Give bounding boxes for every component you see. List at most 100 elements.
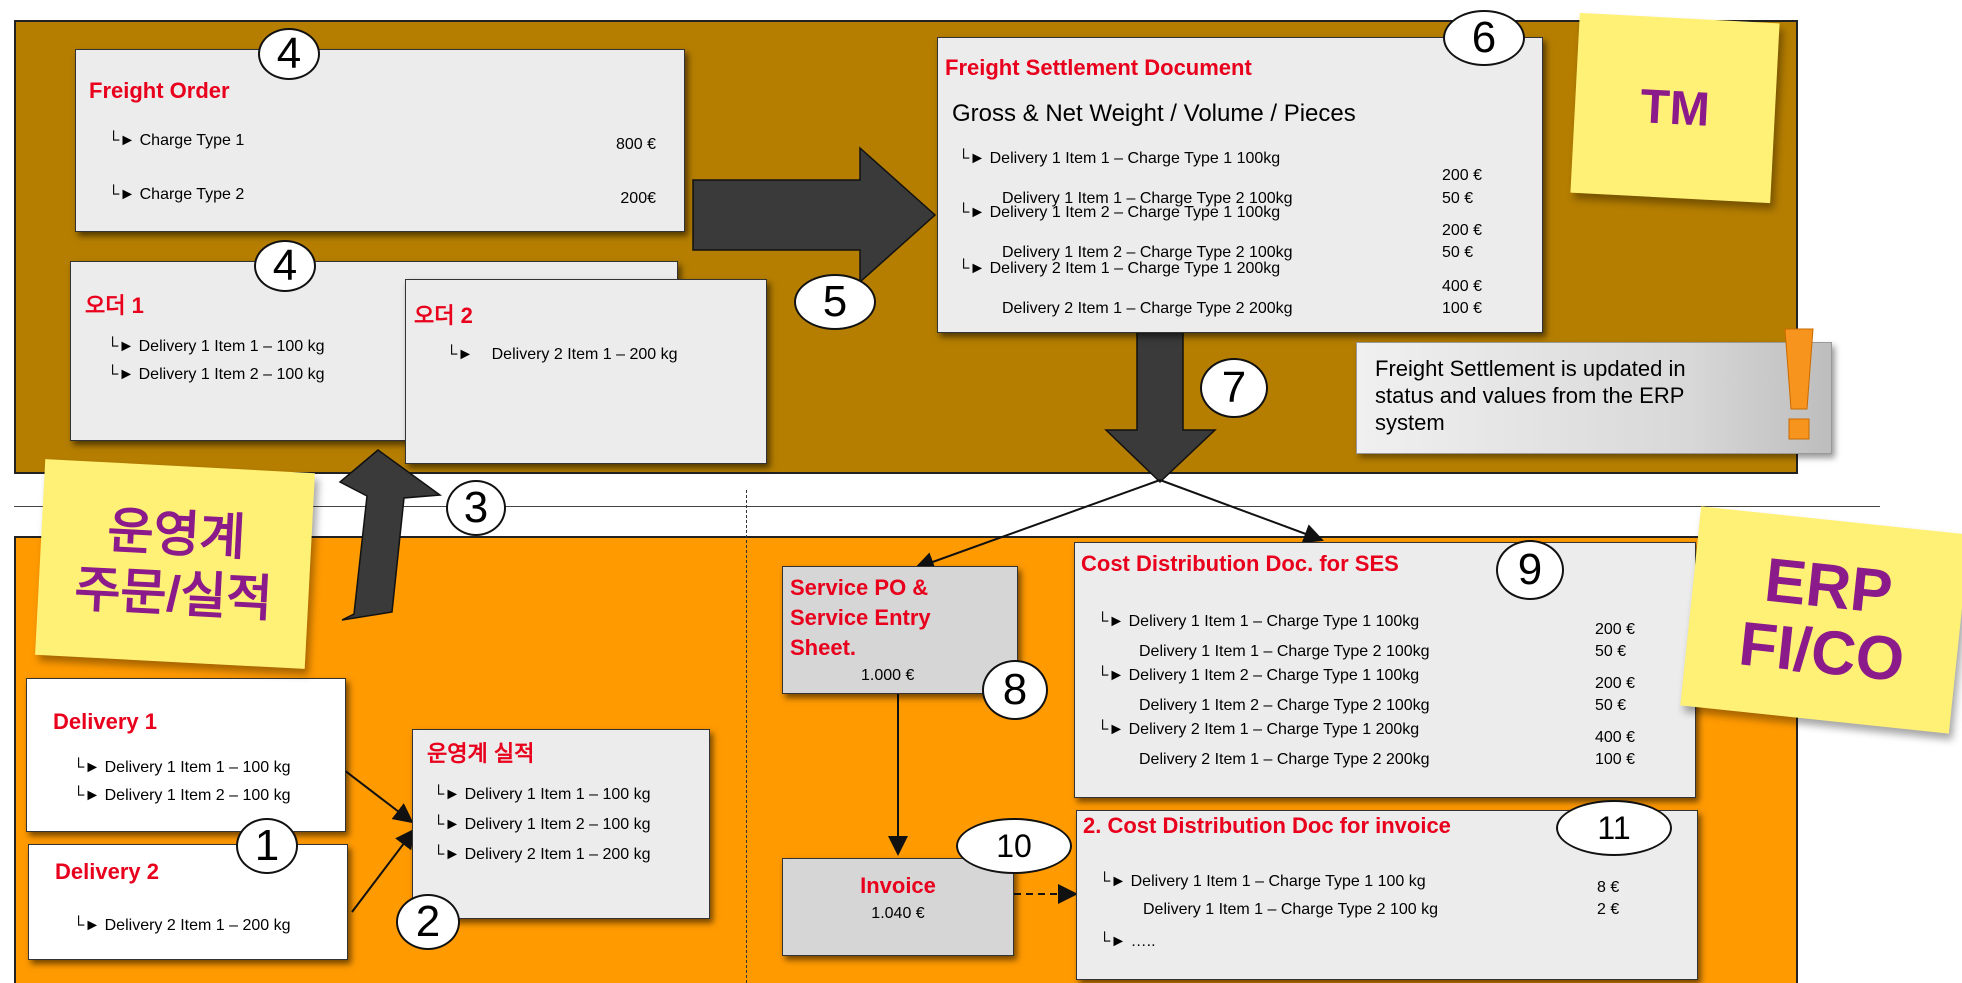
freight-order-label-1: Charge Type 1 bbox=[139, 132, 245, 149]
freight-order-box: Freight Order └► Charge Type 1 800 € └► … bbox=[75, 49, 685, 232]
arrow-icon: └► bbox=[1099, 873, 1127, 890]
erp-note: ERP FI/CO bbox=[1680, 506, 1962, 734]
delivery1-row-2: └► Delivery 1 Item 2 – 100 kg bbox=[73, 787, 291, 805]
arrow-icon: └► bbox=[107, 366, 135, 383]
step-11: 11 bbox=[1556, 800, 1672, 856]
ops-note: 운영계 주문/실적 bbox=[35, 459, 315, 669]
order1-row-1: └► Delivery 1 Item 1 – 100 kg bbox=[107, 338, 325, 356]
arrow-icon: └► bbox=[958, 260, 986, 277]
order2-title: 오더 2 bbox=[414, 303, 473, 328]
cost-invoice-more-text: ….. bbox=[1130, 933, 1156, 950]
fsd-row-4: Delivery 1 Item 2 – Charge Type 2 100kg bbox=[1002, 244, 1293, 261]
ops-note-line-1: 운영계 bbox=[106, 502, 247, 566]
step-4-orders: 4 bbox=[254, 240, 316, 292]
service-po-title-line-2: Service Entry bbox=[790, 605, 931, 630]
branch-to-cost-ses bbox=[1159, 479, 1324, 544]
fsd-row-5-text: Delivery 2 Item 1 – Charge Type 1 200kg bbox=[989, 260, 1281, 277]
freight-order-label-2: Charge Type 2 bbox=[139, 186, 245, 203]
fsd-amount-6: 100 € bbox=[1442, 300, 1483, 317]
arrow-icon: └► bbox=[1097, 667, 1125, 684]
service-po-title-line-3: Sheet. bbox=[790, 635, 857, 660]
step-8: 8 bbox=[982, 660, 1048, 720]
fsd-row-3: └► Delivery 1 Item 2 – Charge Type 1 100… bbox=[958, 204, 1280, 222]
arrow-icon: └► bbox=[433, 846, 461, 863]
freight-order-row-2: └► Charge Type 2 bbox=[108, 186, 244, 204]
arrow-icon: └► bbox=[108, 132, 136, 149]
ops-result-item-2: Delivery 1 Item 2 – 100 kg bbox=[464, 816, 651, 833]
invoice-title: Invoice bbox=[860, 873, 936, 898]
fsd-amount-5: 400 € bbox=[1442, 278, 1483, 295]
cost-invoice-amount-1: 8 € bbox=[1597, 879, 1620, 896]
cost-ses-row-1-text: Delivery 1 Item 1 – Charge Type 1 100kg bbox=[1128, 613, 1420, 630]
fsd-row-2: Delivery 1 Item 1 – Charge Type 2 100kg bbox=[1002, 190, 1293, 207]
tm-note-label: TM bbox=[1639, 79, 1711, 137]
arrow-icon: └► bbox=[73, 759, 101, 776]
cost-invoice-row-1: └► Delivery 1 Item 1 – Charge Type 1 100… bbox=[1099, 873, 1426, 891]
arrow-icon: └► bbox=[107, 338, 135, 355]
cost-ses-row-5-text: Delivery 2 Item 1 – Charge Type 1 200kg bbox=[1128, 721, 1420, 738]
fsd-amount-1: 200 € bbox=[1442, 167, 1483, 184]
tm-note: TM bbox=[1570, 12, 1780, 204]
cost-invoice-row-1-text: Delivery 1 Item 1 – Charge Type 1 100 kg bbox=[1130, 873, 1426, 890]
order1-item-2: Delivery 1 Item 2 – 100 kg bbox=[138, 366, 325, 383]
cost-ses-row-6: Delivery 2 Item 1 – Charge Type 2 200kg bbox=[1139, 751, 1430, 768]
order2-item-1: Delivery 2 Item 1 – 200 kg bbox=[491, 346, 678, 363]
invoice-amount: 1.040 € bbox=[871, 905, 925, 922]
ops-result-title: 운영계 실적 bbox=[427, 741, 535, 766]
ops-result-row-1: └► Delivery 1 Item 1 – 100 kg bbox=[433, 786, 651, 804]
ops-result-box: 운영계 실적 └► Delivery 1 Item 1 – 100 kg └► … bbox=[412, 729, 710, 919]
cost-ses-amount-3: 200 € bbox=[1595, 675, 1636, 692]
arrow-icon: └► bbox=[73, 787, 101, 804]
ops-result-row-2: └► Delivery 1 Item 2 – 100 kg bbox=[433, 816, 651, 834]
cost-ses-row-2: Delivery 1 Item 1 – Charge Type 2 100kg bbox=[1139, 643, 1430, 660]
freight-order-amount-2: 200€ bbox=[620, 190, 656, 207]
arrow-icon: └► bbox=[73, 917, 101, 934]
fsd-amount-2: 50 € bbox=[1442, 190, 1474, 207]
cost-ses-amount-5: 400 € bbox=[1595, 729, 1636, 746]
cost-ses-amount-1: 200 € bbox=[1595, 621, 1636, 638]
arrow-icon: └► bbox=[1099, 933, 1127, 950]
arrow-icon: └► bbox=[433, 816, 461, 833]
step-1: 1 bbox=[236, 818, 298, 874]
service-po-amount: 1.000 € bbox=[861, 667, 915, 684]
step-4-freight-order: 4 bbox=[258, 28, 320, 80]
cost-ses-row-4: Delivery 1 Item 2 – Charge Type 2 100kg bbox=[1139, 697, 1430, 714]
fsd-row-3-text: Delivery 1 Item 2 – Charge Type 1 100kg bbox=[989, 204, 1281, 221]
cost-invoice-amount-2: 2 € bbox=[1597, 901, 1620, 918]
freight-order-title: Freight Order bbox=[89, 78, 230, 103]
fsd-title: Freight Settlement Document bbox=[945, 55, 1252, 80]
cost-ses-row-3: └► Delivery 1 Item 2 – Charge Type 1 100… bbox=[1097, 667, 1419, 685]
exclamation-icon bbox=[1784, 328, 1814, 440]
delivery1-box: Delivery 1 └► Delivery 1 Item 1 – 100 kg… bbox=[26, 678, 346, 832]
fsd-row-1-text: Delivery 1 Item 1 – Charge Type 1 100kg bbox=[989, 150, 1281, 167]
arrow-icon: └► bbox=[1097, 721, 1125, 738]
step-9: 9 bbox=[1496, 540, 1564, 600]
cost-ses-row-5: └► Delivery 2 Item 1 – Charge Type 1 200… bbox=[1097, 721, 1419, 739]
fsd-amount-4: 50 € bbox=[1442, 244, 1474, 261]
cost-distribution-ses-box: Cost Distribution Doc. for SES └► Delive… bbox=[1074, 542, 1696, 798]
freight-settlement-box: Freight Settlement Document Gross & Net … bbox=[937, 37, 1543, 333]
freight-settlement-callout: Freight Settlement is updated in status … bbox=[1356, 328, 1832, 454]
ops-result-row-3: └► Delivery 2 Item 1 – 200 kg bbox=[433, 846, 651, 864]
cost-ses-row-1: └► Delivery 1 Item 1 – Charge Type 1 100… bbox=[1097, 613, 1419, 631]
step-7: 7 bbox=[1200, 358, 1268, 418]
service-po-title: Service PO & Service Entry Sheet. bbox=[790, 573, 931, 663]
delivery1-item-2: Delivery 1 Item 2 – 100 kg bbox=[104, 787, 291, 804]
cost-ses-amount-4: 50 € bbox=[1595, 697, 1627, 714]
callout-text: Freight Settlement is updated in status … bbox=[1375, 356, 1686, 435]
delivery2-box: Delivery 2 └► Delivery 2 Item 1 – 200 kg bbox=[28, 844, 348, 960]
vertical-divider bbox=[746, 490, 747, 983]
order2-row-1: └► Delivery 2 Item 1 – 200 kg bbox=[446, 346, 678, 364]
freight-order-amount-1: 800 € bbox=[615, 136, 656, 153]
delivery1-title: Delivery 1 bbox=[53, 709, 157, 734]
step-2: 2 bbox=[396, 894, 460, 950]
fsd-row-5: └► Delivery 2 Item 1 – Charge Type 1 200… bbox=[958, 260, 1280, 278]
ops-result-item-1: Delivery 1 Item 1 – 100 kg bbox=[464, 786, 651, 803]
delivery1-item-1: Delivery 1 Item 1 – 100 kg bbox=[104, 759, 291, 776]
fsd-row-6: Delivery 2 Item 1 – Charge Type 2 200kg bbox=[1002, 300, 1293, 317]
arrow-icon: └► bbox=[433, 786, 461, 803]
freight-order-row-1: └► Charge Type 1 bbox=[108, 132, 244, 150]
order1-item-1: Delivery 1 Item 1 – 100 kg bbox=[138, 338, 325, 355]
invoice-box: Invoice 1.040 € bbox=[782, 858, 1014, 956]
cost-invoice-row-2: Delivery 1 Item 1 – Charge Type 2 100 kg bbox=[1143, 901, 1438, 918]
